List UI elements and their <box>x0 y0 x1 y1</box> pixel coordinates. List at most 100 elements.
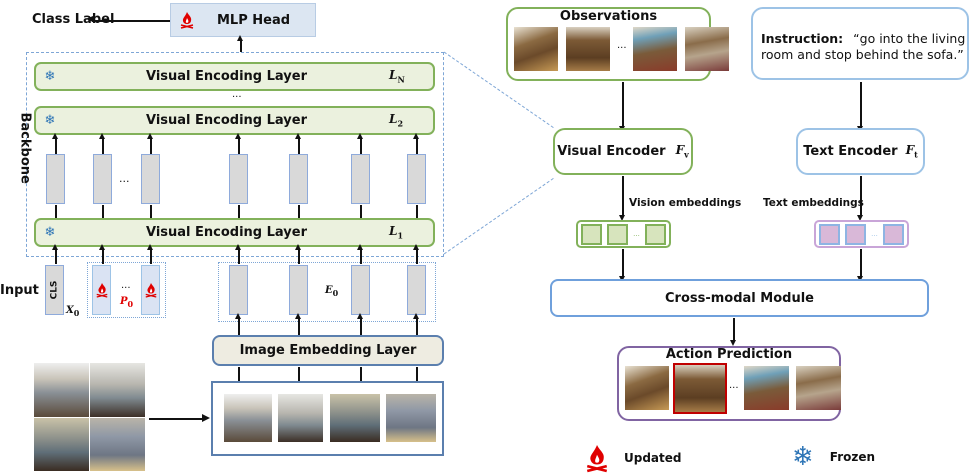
arrow <box>295 133 301 154</box>
fire-icon <box>179 11 195 29</box>
arrow <box>357 133 363 154</box>
patch-embedding-token <box>407 265 426 315</box>
embedding-token <box>581 223 603 245</box>
hidden-token <box>46 154 65 204</box>
class-label-arrowhead <box>86 16 93 22</box>
patch-embedding-token <box>229 265 248 315</box>
embedding-token <box>882 223 904 245</box>
backbone-region <box>26 52 444 257</box>
observation-image <box>514 27 558 71</box>
arrow-to-action <box>730 318 736 346</box>
legend-frozen-label: Frozen <box>829 450 876 464</box>
mlp-head: MLP Head <box>170 3 316 37</box>
hidden-token <box>93 154 112 204</box>
ft-label: Ft <box>905 143 918 160</box>
layers-ellipsis: ... <box>232 89 242 100</box>
hidden-token <box>351 154 370 204</box>
connector <box>298 367 300 381</box>
layer-title: Visual Encoding Layer <box>145 225 307 240</box>
arrow-to-text-emb <box>857 176 863 221</box>
arrow <box>413 244 419 264</box>
image-patch <box>330 394 380 442</box>
connector <box>238 205 240 218</box>
p0-label: P0 <box>120 296 134 309</box>
legend-frozen: ❄ Frozen <box>792 443 875 471</box>
arrow <box>99 133 105 154</box>
hidden-token <box>289 154 308 204</box>
connector <box>238 367 240 381</box>
connector <box>102 205 104 218</box>
action-prediction-title: Action Prediction <box>665 347 793 362</box>
legend-updated: Updated <box>584 443 682 473</box>
input-label: Input <box>0 283 39 298</box>
patch-embeddings-box <box>218 262 436 322</box>
layer-title: Visual Encoding Layer <box>145 69 307 84</box>
arrow <box>235 313 241 335</box>
fv-label: Fv <box>675 143 689 160</box>
arrow-inst-to-encoder <box>857 82 863 132</box>
connector <box>150 205 152 218</box>
class-label-arrow <box>92 20 170 22</box>
observation-image <box>685 27 729 71</box>
patch-embedding-token <box>351 265 370 315</box>
snowflake-icon: ❄ <box>792 442 814 472</box>
hidden-token <box>141 154 160 204</box>
snowflake-icon: ❄ <box>44 69 56 84</box>
arrow <box>295 244 301 264</box>
arrow <box>235 133 241 154</box>
arrow <box>413 313 419 335</box>
source-image <box>34 363 145 471</box>
visual-encoding-layer-1: ❄ Visual Encoding Layer L1 <box>34 218 435 247</box>
image-patch <box>278 394 323 442</box>
layer-label-n: LN <box>389 68 405 85</box>
connector <box>360 205 362 218</box>
arrow <box>295 313 301 335</box>
patchify-arrowhead <box>202 414 210 422</box>
snowflake-icon: ❄ <box>44 225 56 240</box>
observation-image <box>633 27 677 71</box>
text-embeddings: ... <box>814 220 909 248</box>
arrow <box>357 313 363 335</box>
arrow-text-to-cross <box>857 249 863 282</box>
embedding-token <box>819 223 841 245</box>
mlp-head-label: MLP Head <box>217 12 291 28</box>
arrow-to-vision-emb <box>619 176 625 221</box>
prompt-token <box>141 265 160 315</box>
cls-token-label: CLS <box>49 280 60 300</box>
prompt-ellipsis: ... <box>121 280 131 291</box>
connector <box>416 367 418 381</box>
image-embedding-layer: Image Embedding Layer <box>212 335 444 366</box>
x0-label: X0 <box>66 305 80 318</box>
arrow <box>99 244 105 264</box>
embedding-token <box>644 223 666 245</box>
embedding-token <box>845 223 867 245</box>
text-embeddings-label: Text embeddings <box>763 197 864 209</box>
arrow-vision-to-cross <box>619 249 625 282</box>
observation-image <box>566 27 610 71</box>
vision-embeddings-label: Vision embeddings <box>629 197 742 209</box>
legend-updated-label: Updated <box>624 451 682 465</box>
zoom-connector <box>443 51 555 255</box>
connector <box>298 205 300 218</box>
cls-token: CLS <box>45 265 64 315</box>
arrow <box>52 133 58 154</box>
patch-embedding-token <box>289 265 308 315</box>
e0-label: E0 <box>325 285 339 298</box>
cross-modal-module: Cross-modal Module <box>550 279 929 317</box>
visual-encoder-label: Visual Encoder <box>557 144 666 159</box>
image-patch <box>224 394 272 442</box>
arrow-obs-to-encoder <box>619 82 625 132</box>
embedding-ellipsis: ... <box>633 230 640 238</box>
backbone-label: Backbone <box>17 112 33 184</box>
arrow <box>357 244 363 264</box>
text-encoder-label: Text Encoder <box>803 144 898 159</box>
instruction-label: Instruction: <box>761 31 844 46</box>
instruction-box: Instruction: “go into the living room an… <box>751 7 969 80</box>
hidden-token <box>229 154 248 204</box>
arrow <box>235 244 241 264</box>
action-ellipsis: ... <box>729 380 739 391</box>
action-candidate-selected <box>673 363 727 414</box>
instruction-text: “go into the living room and stop behind… <box>761 31 966 62</box>
visual-encoder: Visual Encoder Fv <box>553 128 693 175</box>
arrow <box>413 133 419 154</box>
